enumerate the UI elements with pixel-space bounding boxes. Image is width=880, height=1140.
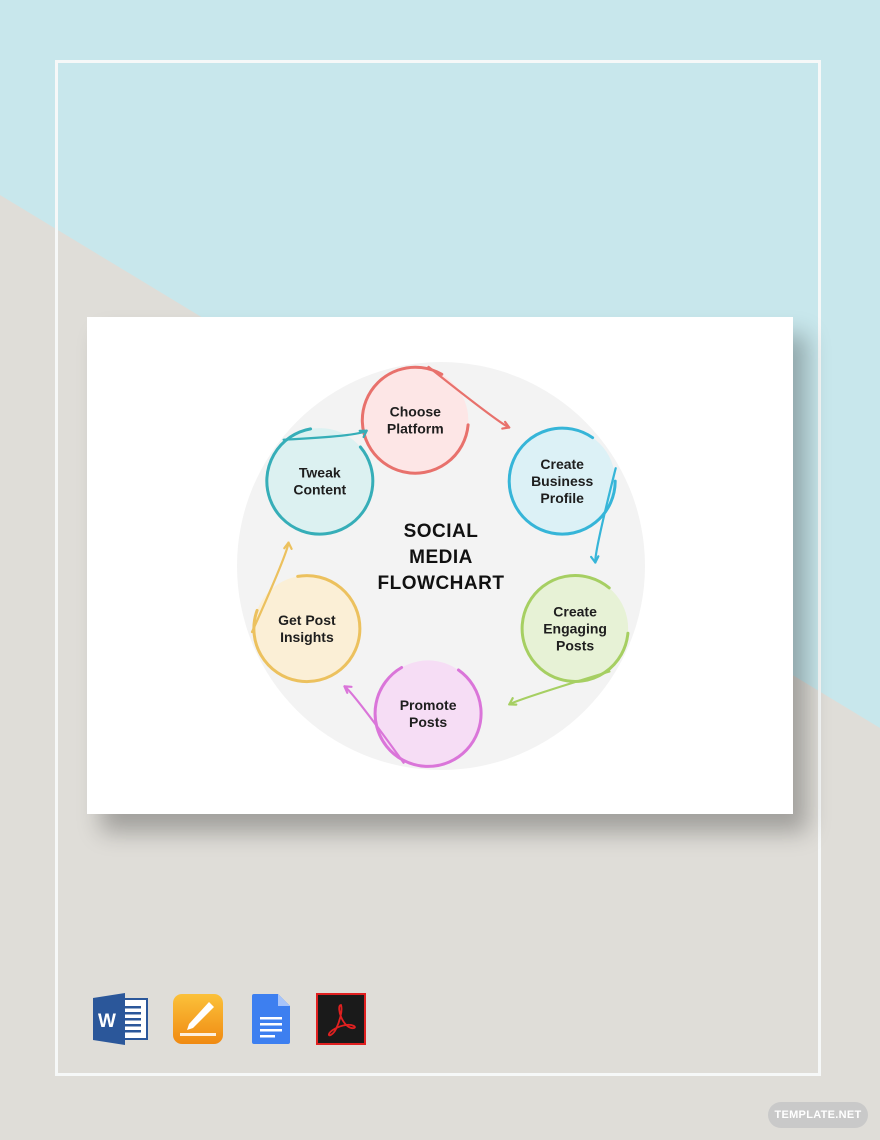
- node-fill: [509, 428, 616, 535]
- node-fill: [522, 575, 629, 682]
- node-fill: [375, 660, 482, 767]
- pdf-icon[interactable]: [316, 993, 366, 1045]
- google-docs-icon[interactable]: [250, 993, 292, 1045]
- node-label: Get Post: [278, 612, 336, 628]
- node-fill: [362, 367, 469, 474]
- node-outline: [520, 573, 630, 683]
- node-label: Profile: [540, 490, 584, 506]
- arrow-head: [501, 420, 511, 430]
- arrow-head: [283, 541, 293, 550]
- node-label: Promote: [400, 697, 457, 713]
- node-outline: [360, 365, 470, 475]
- arrow-head: [358, 429, 368, 439]
- arrow-head: [590, 555, 600, 564]
- connector-arrow: [427, 365, 511, 429]
- node-label: Posts: [409, 714, 447, 730]
- node-label: Create: [540, 456, 584, 472]
- arrow-head: [508, 697, 518, 706]
- connector-arrow: [250, 541, 290, 634]
- flowchart-title-line-3: FLOWCHART: [378, 573, 505, 594]
- node-label: Content: [293, 482, 346, 498]
- node-outline: [507, 426, 617, 536]
- word-icon[interactable]: W: [93, 993, 149, 1045]
- node-label: Platform: [387, 421, 444, 437]
- node-outline: [265, 427, 375, 536]
- pages-icon[interactable]: [172, 993, 224, 1045]
- flowchart-title-line-1: SOCIAL: [404, 521, 479, 542]
- node-label: Engaging: [543, 621, 607, 637]
- watermark-badge[interactable]: TEMPLATE.NET: [768, 1102, 868, 1128]
- node-label: Posts: [556, 638, 594, 654]
- connector-arrow: [343, 685, 405, 764]
- page-frame: [55, 60, 821, 1076]
- flowchart-title-line-2: MEDIA: [409, 547, 473, 568]
- node-label: Business: [531, 473, 593, 489]
- connector-arrow: [508, 670, 611, 706]
- node-label: Choose: [390, 404, 442, 420]
- node-fill: [266, 428, 373, 535]
- node-outline: [252, 574, 362, 684]
- social-media-flowchart: ChoosePlatformCreateBusinessProfileCreat…: [237, 362, 645, 770]
- node-label: Create: [553, 604, 597, 620]
- node-label: Tweak: [299, 465, 341, 481]
- svg-text:W: W: [98, 1011, 116, 1032]
- node-outline: [373, 666, 483, 768]
- arrow-head: [343, 685, 353, 694]
- connector-arrow: [594, 467, 617, 564]
- node-fill: [253, 575, 360, 682]
- node-label: Insights: [280, 629, 334, 645]
